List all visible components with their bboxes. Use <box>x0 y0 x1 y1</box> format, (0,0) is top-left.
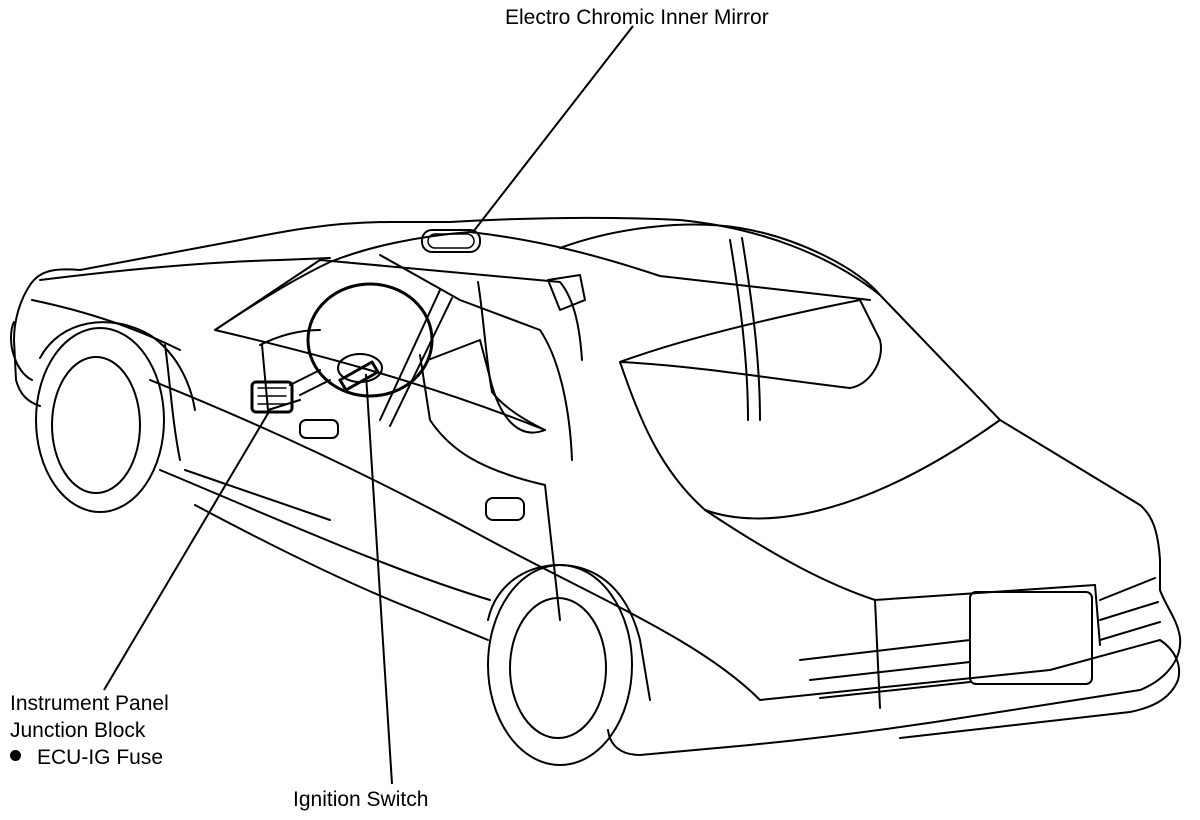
trunk-lid <box>619 361 1001 520</box>
c-pillar-window <box>547 274 586 311</box>
leader-line-junction <box>103 409 271 691</box>
label-junction-fuse-row: ECU-IG Fuse <box>10 744 169 771</box>
steering-wheel <box>306 282 434 398</box>
label-ignition-text: Ignition Switch <box>293 788 429 811</box>
label-ignition-switch: Ignition Switch <box>293 786 428 813</box>
car-roof-rear <box>559 223 881 296</box>
front-door-outline <box>164 344 331 521</box>
tail-light-left <box>799 639 971 699</box>
inner-mirror <box>421 229 481 253</box>
car-hood-line <box>39 257 331 281</box>
rear-wheel-rim <box>509 597 607 739</box>
rear-door-handle <box>485 497 525 521</box>
dashboard <box>259 329 321 411</box>
front-wheel-tire <box>35 327 165 513</box>
license-plate <box>969 591 1093 685</box>
windshield-lower-edge <box>214 329 546 431</box>
a-pillar <box>379 254 573 461</box>
tail-light-right <box>1099 577 1161 641</box>
car-front-bumper <box>10 321 33 381</box>
car-side-upper-line <box>149 379 761 701</box>
steering-column <box>289 369 331 396</box>
car-rocker <box>194 504 489 641</box>
a-pillar-inner <box>379 289 453 427</box>
front-wheel-arch <box>39 321 196 411</box>
b-pillar <box>477 281 546 431</box>
front-door-handle <box>299 419 339 439</box>
label-mirror-text: Electro Chromic Inner Mirror <box>505 6 769 29</box>
car-side-lower-line <box>159 469 491 601</box>
junction-block <box>250 380 294 414</box>
label-instrument-panel-junction-block: Instrument Panel Junction Block ECU-IG F… <box>10 690 169 771</box>
trunk-rear-face <box>874 584 1101 709</box>
car-front-lower <box>13 284 41 407</box>
label-electro-chromic-mirror: Electro Chromic Inner Mirror <box>505 4 769 31</box>
car-roof-line <box>469 231 871 301</box>
rear-door-outline <box>419 354 561 621</box>
filled-circle-bullet-icon <box>10 750 21 761</box>
front-wheel-rim <box>51 356 141 494</box>
car-illustration <box>10 216 1182 766</box>
rear-bumper <box>759 639 1180 739</box>
label-junction-line3: ECU-IG Fuse <box>37 746 164 769</box>
leader-line-mirror <box>472 25 634 233</box>
junction-block-detail <box>257 387 287 405</box>
leader-line-ignition <box>365 373 393 785</box>
windshield-outline <box>214 259 583 361</box>
rear-wheel-arch <box>487 564 651 701</box>
rear-window-outline <box>619 299 882 389</box>
trunk-lid-edge <box>704 509 1096 601</box>
label-junction-line2: Junction Block <box>10 719 146 742</box>
label-junction-line1: Instrument Panel <box>10 692 169 715</box>
ignition-switch <box>338 360 380 392</box>
inner-mirror-glass <box>427 233 475 249</box>
car-hood-side <box>31 299 181 351</box>
rear-window-defrost <box>729 237 761 421</box>
